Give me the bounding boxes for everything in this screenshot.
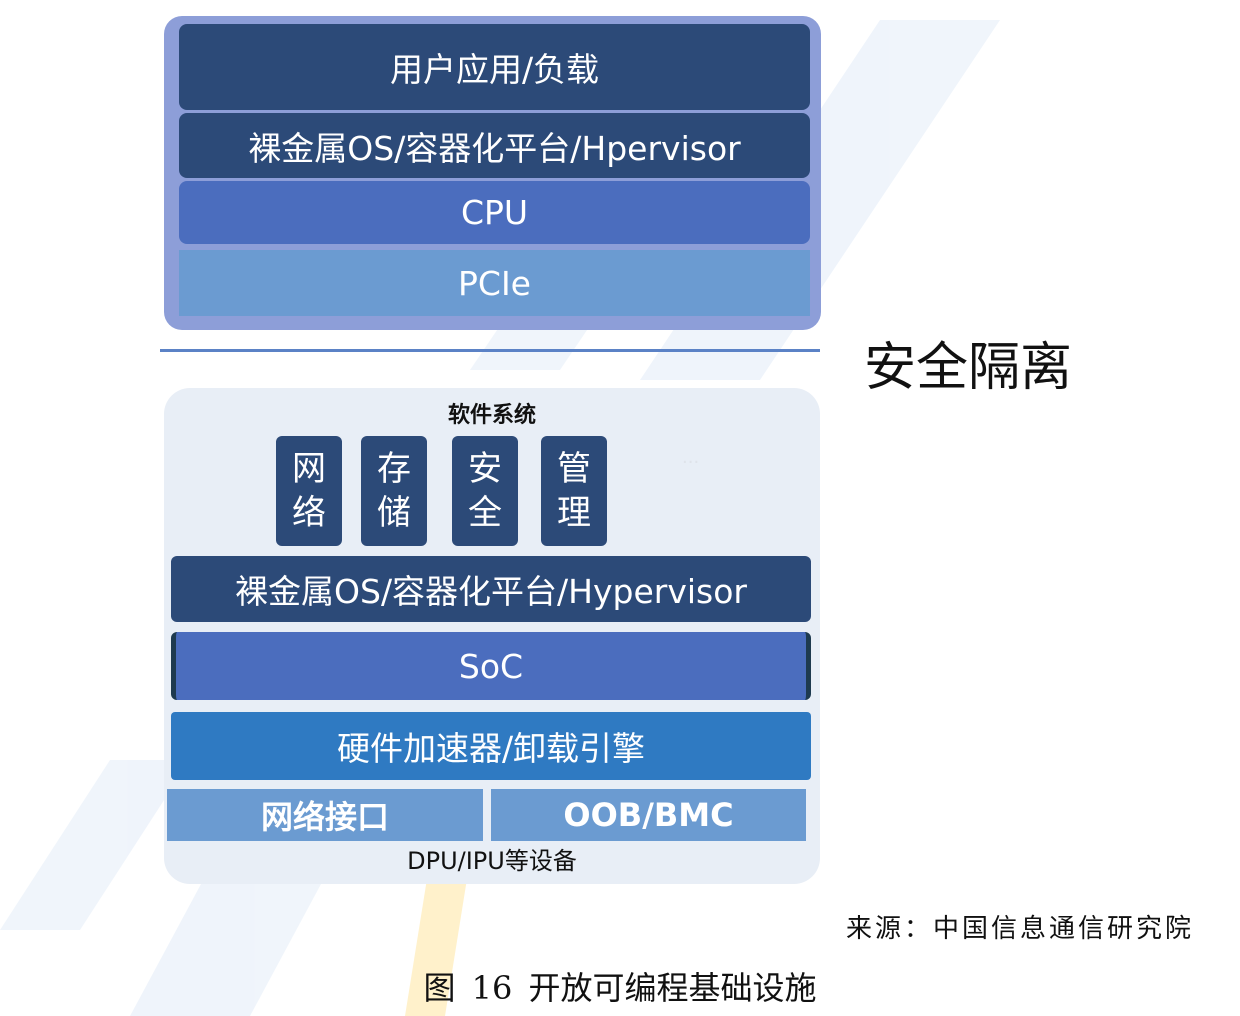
figure-caption: 图 16 开放可编程基础设施 [423,969,817,1007]
pcie-layer: PCIe [179,250,810,316]
module-network-char2: 络 [292,493,326,533]
module-security-char2: 全 [468,493,502,533]
module-network: 网 络 [276,436,342,546]
more-modules-ellipsis: ··· [682,452,700,473]
module-management-char2: 理 [557,493,591,533]
isolation-divider [160,349,820,352]
isolation-label: 安全隔离 [864,338,1073,398]
module-storage-char1: 存 [377,449,411,489]
app-layer: 用户应用/负载 [179,24,810,110]
device-label: DPU/IPU等设备 [407,847,577,875]
network-interface-block: 网络接口 [167,789,483,841]
host-os-layer: 裸金属OS/容器化平台/Hpervisor [179,113,810,178]
module-security: 安 全 [452,436,518,546]
module-storage-char2: 储 [377,493,411,533]
soc-layer: SoC [171,632,811,700]
oob-bmc-block: OOB/BMC [491,789,806,841]
module-security-char1: 安 [468,449,502,489]
module-management-char1: 管 [557,449,591,489]
dpu-os-layer: 裸金属OS/容器化平台/Hypervisor [171,556,811,622]
source-note: 来源：中国信息通信研究院 [846,914,1195,944]
module-management: 管 理 [541,436,607,546]
accelerator-layer: 硬件加速器/卸载引擎 [171,712,811,780]
module-network-char1: 网 [292,449,326,489]
module-storage: 存 储 [361,436,427,546]
cpu-layer: CPU [179,181,810,244]
software-system-title: 软件系统 [447,403,536,428]
